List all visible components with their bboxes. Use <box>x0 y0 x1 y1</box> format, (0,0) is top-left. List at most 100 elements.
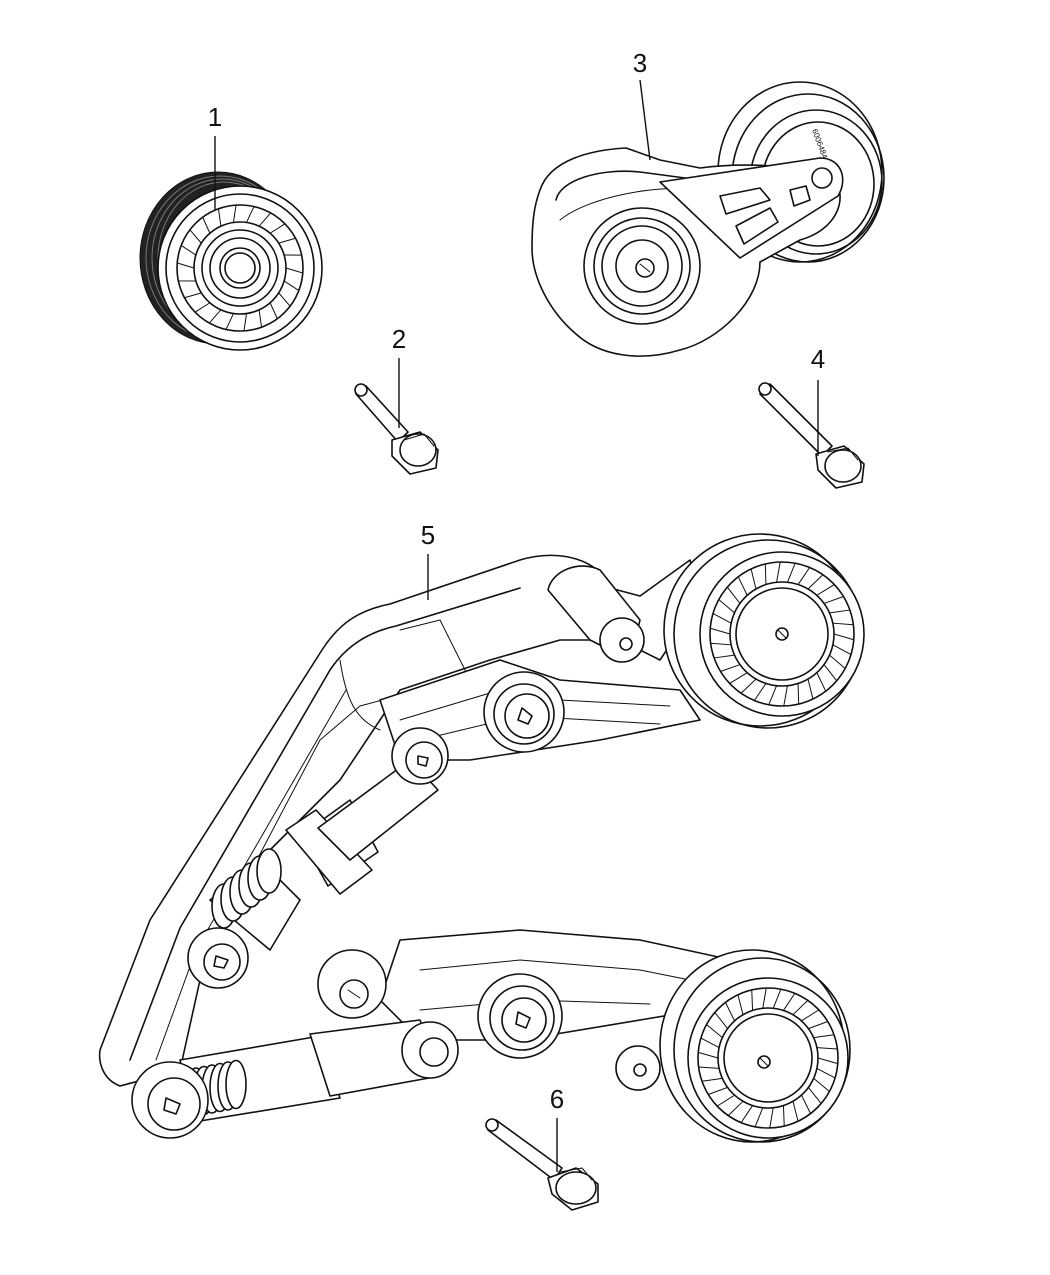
pulley-rib <box>813 1034 837 1041</box>
pulley-rib <box>816 584 839 596</box>
pulley-rib <box>699 1075 723 1082</box>
callout-1: 1 <box>208 102 222 132</box>
pulley-rib <box>232 204 242 223</box>
pulley-rib <box>714 1007 729 1030</box>
pulley-rib <box>697 1060 720 1069</box>
pulley-rib <box>258 212 276 227</box>
pulley-rib <box>283 254 304 261</box>
pulley-rib <box>285 267 304 279</box>
pulley-rib <box>705 1086 729 1095</box>
pulley-rib <box>709 622 731 635</box>
pulley-rib <box>180 240 197 256</box>
pulley-rib <box>833 633 855 646</box>
pulley-rib <box>256 309 263 330</box>
pulley-rib <box>202 213 211 234</box>
callout-2: 2 <box>392 324 406 354</box>
pulley-rib <box>711 651 735 659</box>
pulley-rib <box>829 654 846 674</box>
tensioner-bracket-assembly-part-5 <box>98 533 865 1143</box>
pulley-rib <box>778 1105 785 1128</box>
pulley-rib <box>816 672 827 695</box>
pulley-rib <box>762 685 778 706</box>
pulley-rib <box>717 664 741 673</box>
pulley-rib <box>736 678 757 694</box>
leader-lines <box>214 79 819 1172</box>
pulley-rib <box>246 206 260 223</box>
pulley-rib <box>823 595 847 604</box>
pulley-rib <box>737 573 748 596</box>
pulley-rib <box>772 988 787 1009</box>
leader-line-3 <box>639 79 651 161</box>
pulley-rib <box>269 223 289 234</box>
pulley-rib <box>832 622 855 631</box>
pulley-rib <box>697 1046 719 1059</box>
pulley-rib <box>706 1019 723 1039</box>
pulley-rib <box>191 302 211 313</box>
pulley-rib <box>725 672 748 684</box>
bolt-part-2 <box>354 383 439 475</box>
pulley-rib <box>723 1100 744 1117</box>
pulley-rib <box>823 664 838 686</box>
pulley-rib <box>817 1057 839 1070</box>
pulley-rib <box>204 309 222 324</box>
pulley-rib <box>792 999 813 1016</box>
pulley-rib <box>792 1100 799 1124</box>
pulley-rib <box>709 637 732 646</box>
pulley-rib <box>700 1032 720 1049</box>
pulley-rib <box>748 682 767 701</box>
pulley-rib <box>792 682 800 706</box>
pulley-rib <box>283 280 300 296</box>
pulley-rib <box>176 275 197 282</box>
pulley-rib <box>712 607 732 624</box>
pulley-rib <box>718 594 735 614</box>
pulley-rib <box>238 313 248 332</box>
pulley-rib <box>220 313 234 330</box>
pulley-rib <box>737 992 744 1016</box>
pulley-rib <box>807 1021 831 1030</box>
pulley-rib <box>217 206 224 227</box>
pulley-rib <box>735 1105 754 1124</box>
callout-3: 3 <box>633 48 647 78</box>
bolt-part-4 <box>758 382 865 489</box>
pulley-rib <box>724 998 736 1022</box>
pulley-rib <box>782 992 801 1011</box>
pulley-rib <box>816 1047 839 1056</box>
pulley-rib <box>269 302 278 323</box>
pulley-rib <box>816 1067 836 1084</box>
pulley-rib <box>807 1086 822 1109</box>
pulley-rib <box>726 582 741 604</box>
callout-4: 4 <box>811 344 825 374</box>
pulley-rib <box>807 574 828 590</box>
callout-labels: 1 2 3 4 5 6 <box>208 48 825 1114</box>
pulley-rib <box>176 257 195 269</box>
pulley-rib <box>797 567 816 586</box>
pulley-rib <box>750 566 757 590</box>
pulley-rib <box>832 644 852 661</box>
bolt-part-6 <box>485 1118 599 1211</box>
pulley-rib <box>776 561 787 583</box>
pulley-rib <box>278 292 291 311</box>
pulley-rib <box>189 225 202 244</box>
pulley-rib <box>800 1009 824 1022</box>
belt-tensioner-part-3: 60064848 <box>531 81 885 357</box>
damper-coil <box>225 1059 247 1110</box>
pulley-rib <box>762 987 773 1009</box>
pulley-rib <box>813 1077 830 1097</box>
callout-6: 6 <box>550 1084 564 1114</box>
pulley-rib <box>751 988 758 1011</box>
pulley-rib <box>712 1094 736 1107</box>
pulley-rib <box>749 1107 764 1128</box>
callout-5: 5 <box>421 520 435 550</box>
pulley-rib <box>807 678 814 702</box>
pulley-rib <box>786 562 802 583</box>
pulley-rib <box>777 685 788 707</box>
damper-coil <box>256 848 282 894</box>
pulley-rib <box>764 562 772 586</box>
pulley-rib <box>763 1107 774 1129</box>
pulley-rib <box>181 292 202 299</box>
idler-pulley-part-1 <box>139 171 323 351</box>
pulley-rib <box>829 609 853 617</box>
pulley-rib <box>800 1094 812 1118</box>
pulley-rib <box>278 237 299 244</box>
